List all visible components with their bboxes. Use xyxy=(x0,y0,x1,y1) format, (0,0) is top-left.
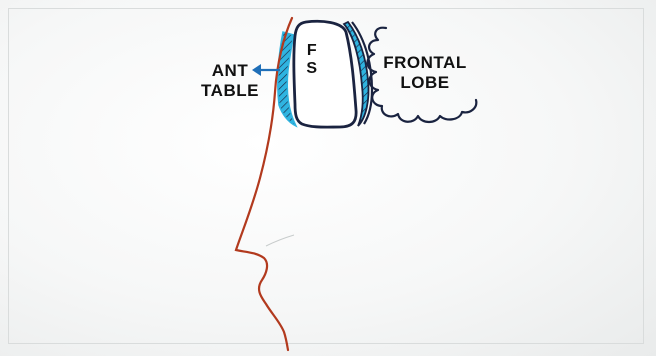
ant-label-line1: ANT xyxy=(195,61,265,81)
ant-label-line2: TABLE xyxy=(195,81,265,101)
pencil-mark xyxy=(266,235,294,246)
fs-label-line2: S xyxy=(298,60,326,78)
frontal-label-line1: FRONTAL xyxy=(370,53,480,73)
frontal-lobe-label: FRONTAL LOBE xyxy=(370,53,480,93)
fs-label-line1: F xyxy=(298,42,326,60)
ant-table-label: ANT TABLE xyxy=(195,61,265,101)
frontal-label-line2: LOBE xyxy=(370,73,480,93)
frontal-sinus-label: F S xyxy=(298,42,326,78)
